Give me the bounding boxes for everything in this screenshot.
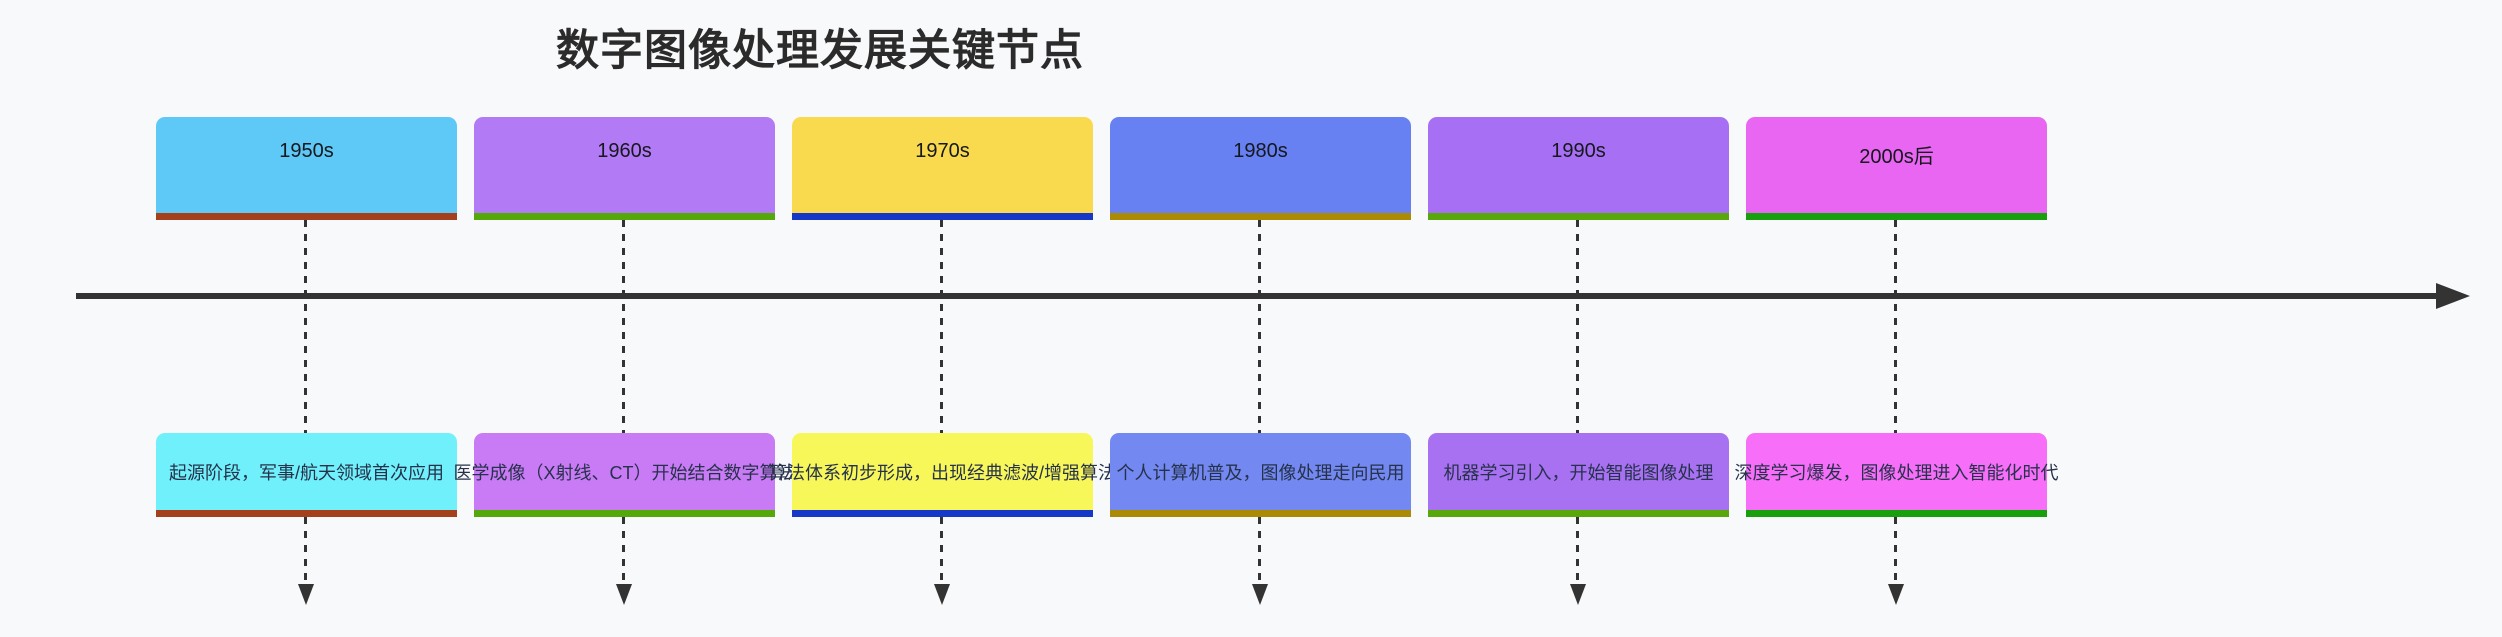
event-box: 医学成像（X射线、CT）开始结合数字算法 (454, 433, 796, 517)
timeline-axis (76, 293, 2436, 299)
down-arrowhead-icon (1570, 584, 1586, 605)
period-box: 1970s (792, 117, 1093, 220)
dashed-connector-bottom (1894, 517, 1897, 584)
event-label: 起源阶段，军事/航天领域首次应用 (169, 462, 444, 483)
axis-arrowhead-icon (2436, 283, 2470, 309)
dashed-connector-bottom (1576, 517, 1579, 584)
period-label: 1950s (279, 140, 334, 162)
dashed-connector-top (304, 220, 307, 433)
period-box: 1950s (156, 117, 457, 220)
event-box: 机器学习引入，开始智能图像处理 (1428, 433, 1729, 517)
event-box: 深度学习爆发，图像处理进入智能化时代 (1735, 433, 2059, 517)
dashed-connector-top (1258, 220, 1261, 433)
period-label: 1960s (597, 140, 652, 162)
dashed-connector-top (940, 220, 943, 433)
down-arrowhead-icon (1252, 584, 1268, 605)
dashed-connector-top (1894, 220, 1897, 433)
period-label: 2000s后 (1859, 146, 1934, 168)
event-label: 算法体系初步形成，出现经典滤波/增强算法 (769, 462, 1116, 483)
event-box: 算法体系初步形成，出现经典滤波/增强算法 (769, 433, 1116, 517)
diagram-title: 数字图像处理发展关键节点 (556, 27, 1084, 75)
dashed-connector-bottom (940, 517, 943, 584)
period-box: 1980s (1110, 117, 1411, 220)
timeline-column: 1960s 医学成像（X射线、CT）开始结合数字算法 (454, 0, 796, 637)
event-label: 深度学习爆发，图像处理进入智能化时代 (1734, 462, 2059, 483)
down-arrowhead-icon (298, 584, 314, 605)
event-label: 机器学习引入，开始智能图像处理 (1443, 462, 1714, 483)
dashed-connector-bottom (304, 517, 307, 584)
dashed-connector-top (1576, 220, 1579, 433)
event-box: 个人计算机普及，图像处理走向民用 (1110, 433, 1411, 517)
event-box: 起源阶段，军事/航天领域首次应用 (156, 433, 457, 517)
down-arrowhead-icon (1888, 584, 1904, 605)
event-label: 个人计算机普及，图像处理走向民用 (1116, 462, 1405, 483)
period-label: 1980s (1233, 140, 1288, 162)
dashed-connector-bottom (622, 517, 625, 584)
period-label: 1990s (1551, 140, 1606, 162)
timeline-column: 1990s 机器学习引入，开始智能图像处理 (1428, 0, 1729, 637)
timeline-column: 1970s 算法体系初步形成，出现经典滤波/增强算法 (769, 0, 1116, 637)
dashed-connector-bottom (1258, 517, 1261, 584)
period-label: 1970s (915, 140, 970, 162)
period-box: 1960s (474, 117, 775, 220)
period-box: 1990s (1428, 117, 1729, 220)
event-label: 医学成像（X射线、CT）开始结合数字算法 (453, 462, 796, 483)
timeline-column: 2000s后 深度学习爆发，图像处理进入智能化时代 (1735, 0, 2059, 637)
timeline-column: 1980s 个人计算机普及，图像处理走向民用 (1110, 0, 1411, 637)
timeline-column: 1950s 起源阶段，军事/航天领域首次应用 (156, 0, 457, 637)
down-arrowhead-icon (934, 584, 950, 605)
dashed-connector-top (622, 220, 625, 433)
period-box: 2000s后 (1746, 117, 2047, 220)
down-arrowhead-icon (616, 584, 632, 605)
